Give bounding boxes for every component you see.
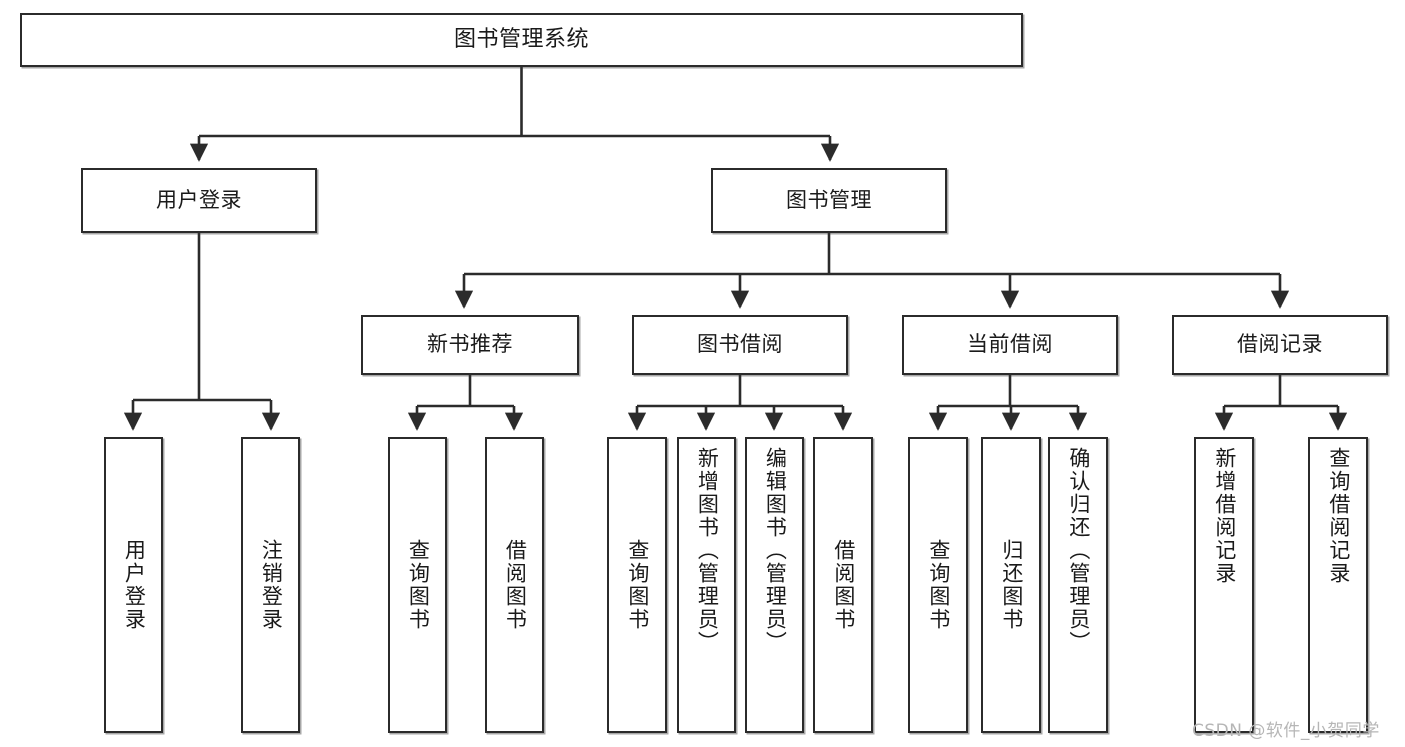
- node-label: 用户登录: [156, 187, 242, 212]
- leaf-query-borrowing-record[interactable]: 查询借阅记录: [1308, 437, 1368, 733]
- node-label: 确认归还（管理员）: [1066, 447, 1091, 654]
- leaf-add-borrowing-record[interactable]: 新增借阅记录: [1194, 437, 1254, 733]
- leaf-logout[interactable]: 注销登录: [241, 437, 300, 733]
- leaf-user-login[interactable]: 用户登录: [104, 437, 163, 733]
- node-label: 借阅图书: [503, 539, 528, 631]
- node-label: 查询图书: [926, 539, 951, 631]
- node-label: 图书管理: [786, 187, 872, 212]
- node-borrowing-records[interactable]: 借阅记录: [1172, 315, 1388, 375]
- node-label: 新增图书（管理员）: [695, 447, 720, 654]
- node-label: 用户登录: [122, 539, 147, 631]
- node-label: 图书借阅: [697, 332, 783, 357]
- node-label: 查询图书: [406, 539, 431, 631]
- leaf-edit-book-admin[interactable]: 编辑图书（管理员）: [745, 437, 804, 733]
- node-label: 借阅记录: [1237, 332, 1323, 357]
- leaf-query-books-recommend[interactable]: 查询图书: [388, 437, 447, 733]
- leaf-borrow-books-borrowing[interactable]: 借阅图书: [813, 437, 873, 733]
- node-label: 新书推荐: [427, 332, 513, 357]
- node-current-borrowing[interactable]: 当前借阅: [902, 315, 1118, 375]
- leaf-query-books-current[interactable]: 查询图书: [908, 437, 968, 733]
- node-book-borrowing[interactable]: 图书借阅: [632, 315, 848, 375]
- node-label: 新增借阅记录: [1212, 447, 1237, 585]
- leaf-return-books[interactable]: 归还图书: [981, 437, 1041, 733]
- node-book-management[interactable]: 图书管理: [711, 168, 947, 233]
- leaf-add-book-admin[interactable]: 新增图书（管理员）: [677, 437, 736, 733]
- node-label: 编辑图书（管理员）: [763, 447, 788, 654]
- leaf-confirm-return-admin[interactable]: 确认归还（管理员）: [1048, 437, 1108, 733]
- csdn-watermark: CSDN @软件_小贺同学: [1192, 721, 1380, 741]
- node-label: 借阅图书: [831, 539, 856, 631]
- node-user-login[interactable]: 用户登录: [81, 168, 317, 233]
- node-label: 当前借阅: [967, 332, 1053, 357]
- node-label: 归还图书: [999, 539, 1024, 631]
- node-label: 注销登录: [259, 539, 284, 631]
- node-book-management-system[interactable]: 图书管理系统: [20, 13, 1023, 67]
- node-new-book-recommendation[interactable]: 新书推荐: [361, 315, 579, 375]
- node-label: 图书管理系统: [453, 26, 589, 52]
- leaf-borrow-books-recommend[interactable]: 借阅图书: [485, 437, 544, 733]
- node-label: 查询借阅记录: [1326, 447, 1351, 585]
- node-label: 查询图书: [625, 539, 650, 631]
- leaf-query-books-borrowing[interactable]: 查询图书: [607, 437, 667, 733]
